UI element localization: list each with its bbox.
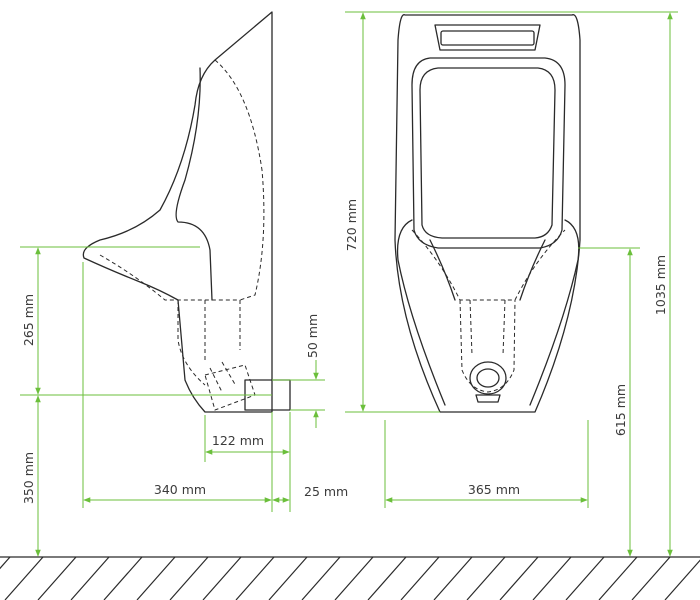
side-view-outline (82, 11, 273, 413)
floor-hatch-line (103, 556, 143, 600)
side-view (82, 11, 291, 413)
label-365: 365 mm (468, 482, 520, 497)
floor (0, 556, 700, 600)
floor-hatch-line (0, 556, 11, 570)
label-25: 25 mm (304, 484, 348, 499)
floor-hatch-line (631, 556, 671, 600)
dimension-lines (20, 11, 678, 557)
floor-hatch-line (598, 556, 638, 600)
floor-hatch-line (565, 556, 605, 600)
label-265: 265 mm (21, 294, 36, 346)
floor-hatch-line (136, 556, 176, 600)
floor-hatch-line (202, 556, 242, 600)
floor-hatch-line (70, 556, 110, 600)
floor-hatch-line (235, 556, 275, 600)
label-720: 720 mm (344, 199, 359, 251)
floor-hatch-line (169, 556, 209, 600)
floor-hatch-line (466, 556, 506, 600)
floor-hatch-line (301, 556, 341, 600)
floor-hatch-line (664, 559, 700, 600)
floor-hatch-line (367, 556, 407, 600)
label-122: 122 mm (212, 433, 264, 448)
front-view (394, 14, 581, 413)
label-615: 615 mm (613, 384, 628, 436)
label-340: 340 mm (154, 482, 206, 497)
label-350: 350 mm (21, 452, 36, 504)
floor-hatch-line (433, 556, 473, 600)
floor-hatch-line (37, 556, 77, 600)
floor-hatch-line (4, 556, 44, 600)
label-50: 50 mm (305, 314, 320, 358)
drain (469, 361, 507, 403)
floor-hatch-line (532, 556, 572, 600)
dimension-labels: 265 mm 350 mm 50 mm 122 mm 340 mm 25 mm … (21, 199, 668, 504)
front-view-outline (394, 14, 581, 413)
floor-hatch-line (268, 556, 308, 600)
outlet-pipe (204, 361, 291, 411)
floor-hatch-line (334, 556, 374, 600)
floor-hatch-line (499, 556, 539, 600)
floor-hatch-line (400, 556, 440, 600)
label-1035: 1035 mm (653, 255, 668, 315)
